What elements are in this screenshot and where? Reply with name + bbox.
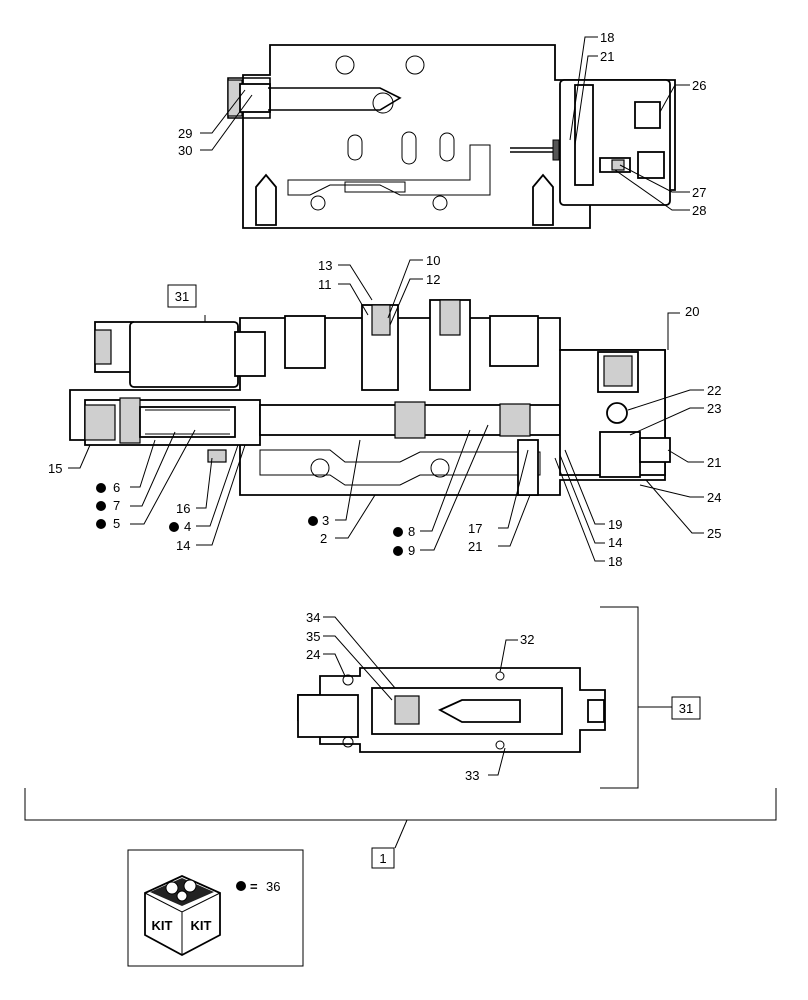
- callout-21-top: 21: [600, 49, 614, 64]
- callout-24-mid: 24: [707, 490, 721, 505]
- kit-legend-equals: =: [250, 879, 258, 894]
- callout-24-bottom: 24: [306, 647, 320, 662]
- kit-legend: KIT KIT = 36: [127, 849, 304, 967]
- callout-3: 3: [322, 513, 329, 528]
- callout-20: 20: [685, 304, 699, 319]
- kit-legend-frame: [127, 849, 304, 967]
- kit-box-icon: KIT KIT: [144, 875, 221, 957]
- callout-25: 25: [707, 526, 721, 541]
- assembly-bracket: [24, 788, 777, 821]
- kit-bullet-9: [393, 546, 403, 556]
- label-1: 1: [379, 851, 386, 866]
- kit-bullet-5: [96, 519, 106, 529]
- kit-bullet-4: [169, 522, 179, 532]
- label-31-bottom: 31: [679, 701, 693, 716]
- callout-4: 4: [184, 519, 191, 534]
- middle-valve-section: [69, 299, 671, 496]
- callout-5: 5: [113, 516, 120, 531]
- callout-21-mid-bottom: 21: [468, 539, 482, 554]
- label-box-1: [371, 847, 395, 869]
- callout-35: 35: [306, 629, 320, 644]
- label-box-31-top: [167, 284, 197, 308]
- callout-19: 19: [608, 517, 622, 532]
- kit-box-text-right: KIT: [191, 918, 212, 933]
- callout-27: 27: [692, 185, 706, 200]
- callout-8: 8: [408, 524, 415, 539]
- top-valve-view: [227, 44, 676, 229]
- callout-17: 17: [468, 521, 482, 536]
- callout-6: 6: [113, 480, 120, 495]
- callout-15: 15: [48, 461, 62, 476]
- kit-bullet-7: [96, 501, 106, 511]
- callout-33: 33: [465, 768, 479, 783]
- callout-34: 34: [306, 610, 320, 625]
- callout-9: 9: [408, 543, 415, 558]
- callout-14-right: 14: [608, 535, 622, 550]
- callout-21-mid-right: 21: [707, 455, 721, 470]
- callout-11: 11: [318, 277, 332, 292]
- bottom-valve-cartridge: [297, 667, 606, 753]
- callout-13: 13: [318, 258, 332, 273]
- callout-23: 23: [707, 401, 721, 416]
- leader-lines: [68, 36, 704, 776]
- callout-16: 16: [176, 501, 190, 516]
- kit-bullet-6: [96, 483, 106, 493]
- kit-legend-number: 36: [266, 879, 280, 894]
- callout-28: 28: [692, 203, 706, 218]
- bottom-bracket: [600, 606, 639, 789]
- callout-14-left: 14: [176, 538, 190, 553]
- callout-18-top: 18: [600, 30, 614, 45]
- kit-legend-bullet: [236, 881, 246, 891]
- callout-12: 12: [426, 272, 440, 287]
- callout-2: 2: [320, 531, 327, 546]
- callout-29: 29: [178, 126, 192, 141]
- callout-26: 26: [692, 78, 706, 93]
- kit-bullet-3: [308, 516, 318, 526]
- callout-7: 7: [113, 498, 120, 513]
- label-31-top: 31: [175, 289, 189, 304]
- callout-22: 22: [707, 383, 721, 398]
- callout-18-mid: 18: [608, 554, 622, 569]
- callout-32: 32: [520, 632, 534, 647]
- callout-10: 10: [426, 253, 440, 268]
- label-box-31-bottom: [671, 696, 701, 720]
- kit-bullet-8: [393, 527, 403, 537]
- kit-box-text-left: KIT: [152, 918, 173, 933]
- callout-30: 30: [178, 143, 192, 158]
